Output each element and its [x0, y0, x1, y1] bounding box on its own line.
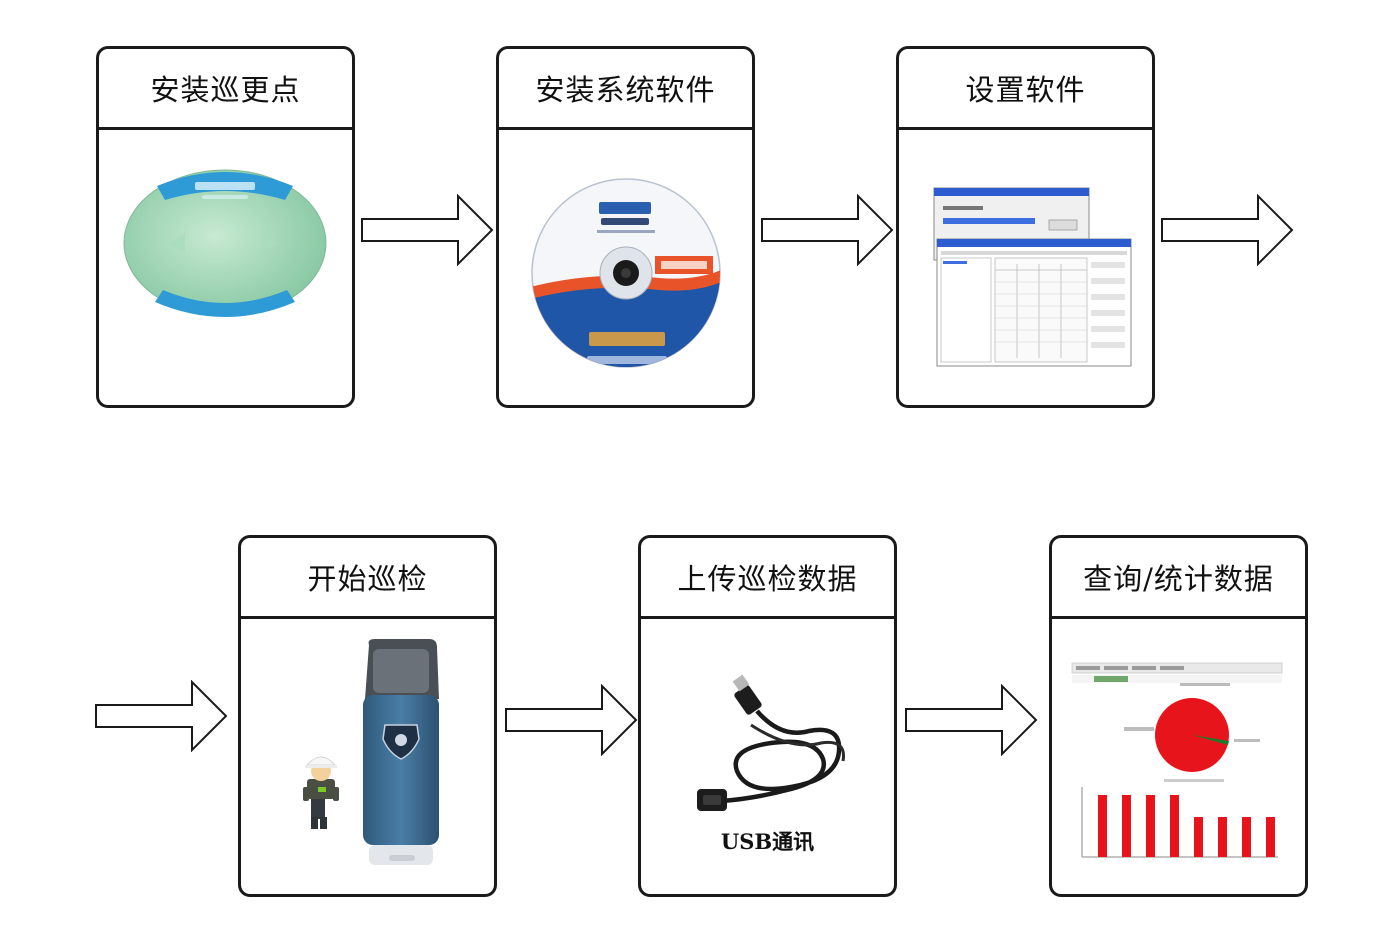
step-title: 查询/统计数据 — [1052, 538, 1305, 619]
arrow-into-4 — [95, 680, 228, 752]
statistics-report-illustration — [1052, 619, 1305, 894]
arrow-2-to-3 — [761, 194, 894, 266]
step-query-stats: 查询/统计数据 — [1049, 535, 1308, 897]
arrow-5-to-6 — [905, 684, 1038, 756]
software-disc-illustration — [499, 130, 752, 405]
step-start-patrol: 开始巡检 — [238, 535, 497, 897]
arrow-1-to-2 — [361, 194, 494, 266]
arrow-4-to-5 — [505, 684, 638, 756]
step-title: 上传巡检数据 — [641, 538, 894, 619]
usb-cable-illustration: USB通讯 — [641, 619, 894, 894]
step-title: 安装系统软件 — [499, 49, 752, 130]
patrol-reader-illustration — [241, 619, 494, 894]
step-title: 安装巡更点 — [99, 49, 352, 130]
step-upload-data: 上传巡检数据 USB通讯 — [638, 535, 897, 897]
step-title: 开始巡检 — [241, 538, 494, 619]
arrow-3-continues — [1161, 194, 1294, 266]
software-window-illustration — [899, 130, 1152, 405]
usb-label: USB通讯 — [720, 829, 815, 854]
step-install-points: 安装巡更点 — [96, 46, 355, 408]
step-install-software: 安装系统软件 — [496, 46, 755, 408]
patrol-point-illustration — [99, 130, 352, 405]
step-configure-software: 设置软件 — [896, 46, 1155, 408]
step-title: 设置软件 — [899, 49, 1152, 130]
